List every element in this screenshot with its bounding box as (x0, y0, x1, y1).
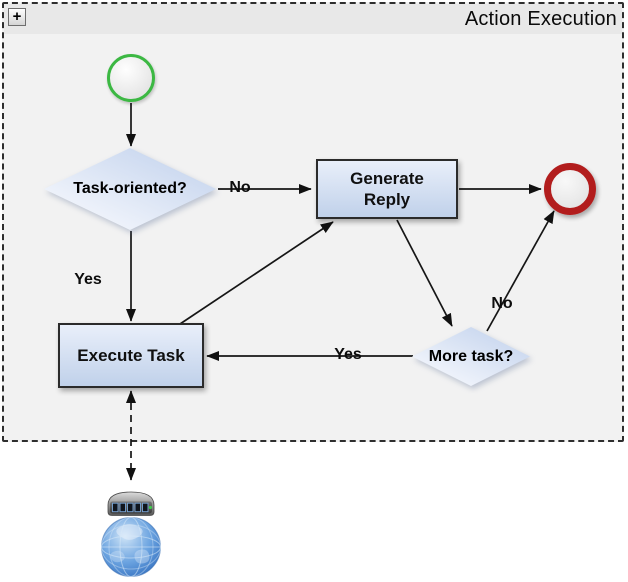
edge-label-more-task-yes: Yes (334, 346, 362, 363)
more-task-decision-node[interactable]: More task? (412, 327, 530, 386)
group-title: Action Execution (464, 8, 617, 30)
task-oriented-decision-node[interactable]: Task-oriented? (44, 148, 216, 230)
web-service-icon[interactable] (99, 484, 163, 580)
start-event-node[interactable] (107, 54, 155, 102)
plus-icon: + (12, 8, 22, 25)
edge-label-task-oriented-no: No (229, 179, 251, 196)
generate-reply-task-node[interactable]: Generate Reply (316, 159, 458, 219)
group-collapse-toggle-button[interactable]: + (8, 8, 26, 26)
globe-icon (101, 517, 161, 577)
execute-task-task-node[interactable]: Execute Task (58, 323, 204, 388)
node-label: More task? (428, 347, 514, 365)
edge-label-task-oriented-yes: Yes (74, 271, 102, 288)
edge-label-more-task-no: No (491, 295, 513, 312)
group-header (4, 4, 622, 34)
node-label: Generate Reply (350, 168, 424, 209)
node-label: Execute Task (77, 345, 185, 365)
decision-diamond: Task-oriented? (44, 148, 216, 230)
end-event-node[interactable] (544, 163, 596, 215)
server-icon (107, 491, 155, 516)
node-label: Task-oriented? (73, 180, 187, 197)
decision-diamond: More task? (412, 327, 530, 386)
